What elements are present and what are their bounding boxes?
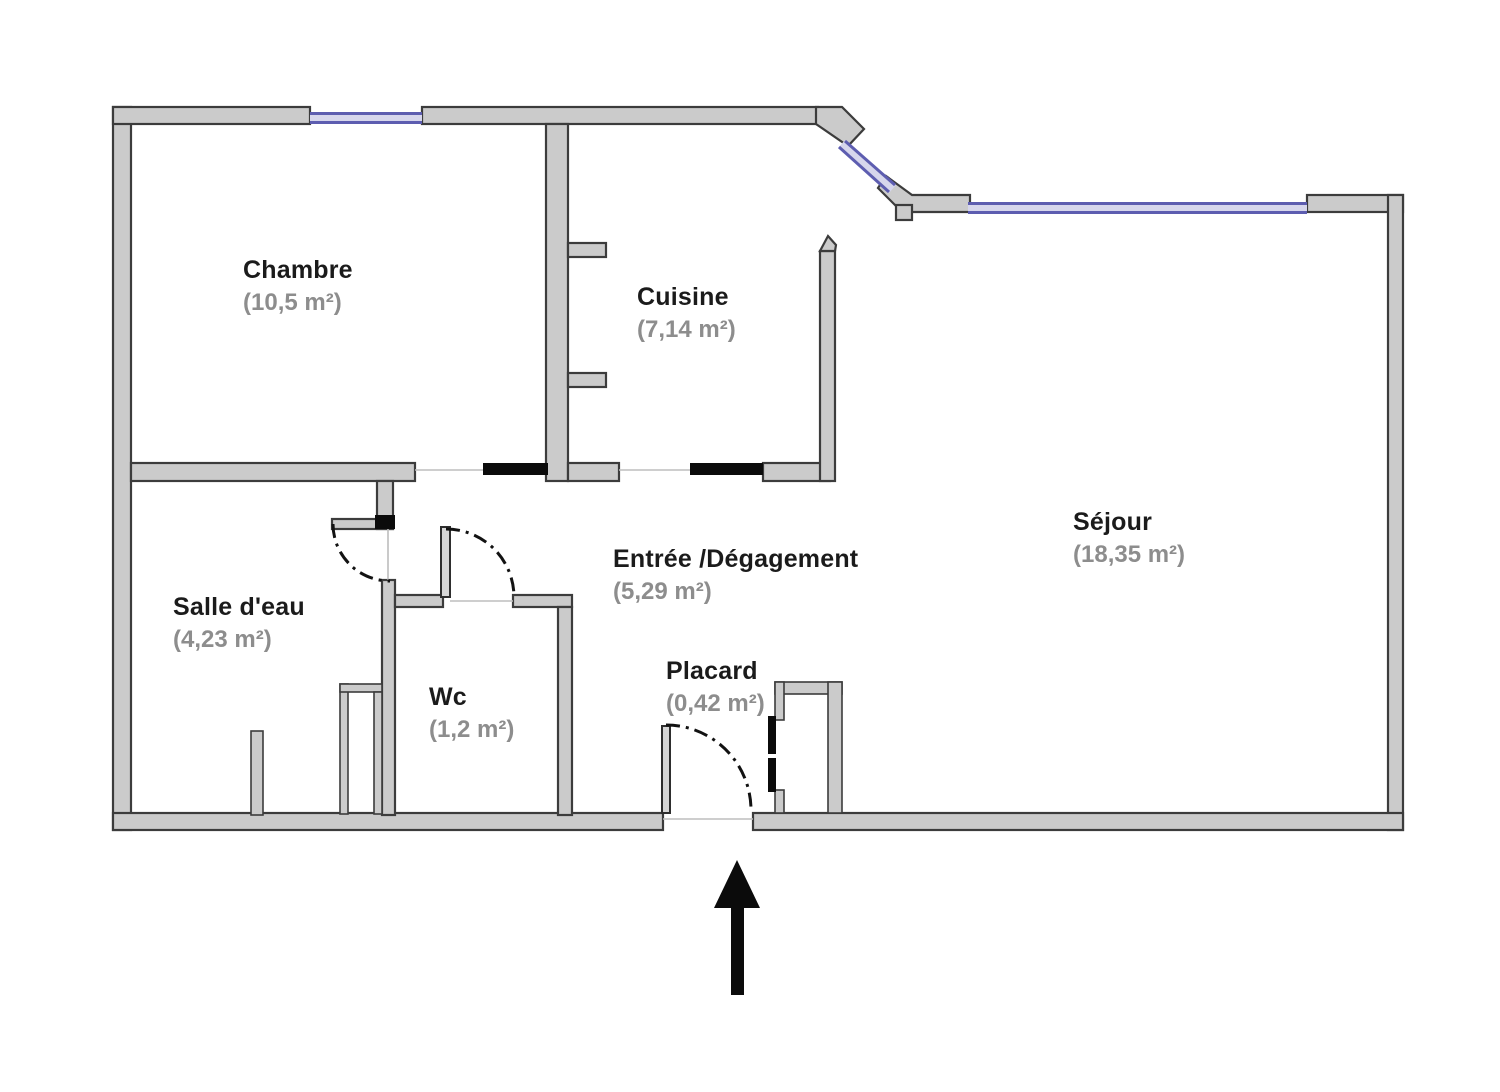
room-area-placard: (0,42 m²) [666, 689, 765, 717]
room-label-placard: Placard (0,42 m²) [666, 655, 765, 719]
exterior-walls [111, 105, 1405, 832]
room-area-salledeau: (4,23 m²) [173, 625, 272, 653]
room-area-sejour: (18,35 m²) [1073, 540, 1186, 568]
room-label-chambre: Chambre (10,5 m²) [243, 254, 353, 318]
window-sejour [968, 202, 1307, 214]
shower-partition [250, 730, 264, 816]
wall-wc-top-right [511, 593, 574, 609]
room-area-cuisine: (7,14 m²) [637, 315, 736, 343]
wall-notch [894, 203, 914, 222]
wall-segment-right [1386, 193, 1405, 832]
window-chambre [310, 112, 422, 124]
wall-wc-left [380, 578, 397, 817]
room-name-chambre: Chambre [243, 256, 353, 284]
wall-cuisine-right-tip [818, 234, 838, 253]
room-label-salledeau: Salle d'eau (4,23 m²) [173, 591, 305, 655]
room-name-placard: Placard [666, 657, 758, 685]
duct-wall-left [339, 683, 349, 815]
wall-segment-top-a [111, 105, 312, 126]
room-name-entree: Entrée /Dégagement [613, 545, 859, 573]
door-leaf-wc [440, 526, 451, 598]
window-frame-line [837, 145, 891, 194]
placard-structure [768, 681, 843, 814]
room-name-sejour: Séjour [1073, 508, 1152, 536]
wall-segment-bottom-right [751, 811, 1405, 832]
room-area-wc: (1,2 m²) [429, 715, 515, 743]
wall-cuisine-right [818, 249, 837, 483]
duct-wall-top [339, 683, 383, 693]
wall-chambre-bottom [129, 461, 417, 483]
wall-cuisine-stub-upper [566, 241, 608, 259]
room-name-cuisine: Cuisine [637, 283, 729, 311]
door-swing-arc-wc [445, 527, 516, 598]
placard-wall-stub-upper [774, 681, 785, 721]
room-label-wc: Wc (1,2 m²) [429, 681, 514, 745]
window-frame-line [844, 139, 896, 187]
door-swing-arc-salledeau [331, 523, 391, 583]
duct-wall-right [373, 691, 383, 815]
room-name-salledeau: Salle d'eau [173, 593, 305, 621]
room-area-entree: (5,29 m²) [613, 577, 712, 605]
room-label-sejour: Séjour (18,35 m²) [1073, 506, 1185, 570]
windows [310, 112, 1307, 214]
room-name-wc: Wc [429, 683, 467, 711]
door-swing-arc-entrance [665, 723, 753, 811]
wall-wc-top-left [393, 593, 445, 609]
room-label-entree: Entrée /Dégagement (5,29 m²) [613, 543, 858, 607]
wall-joint-cap [375, 515, 395, 529]
wall-segment-left [111, 105, 133, 832]
wall-cuisine-stub-lower [566, 371, 608, 389]
entrance-arrow-icon [714, 860, 760, 995]
wall-segment-top-b [420, 105, 820, 126]
room-label-cuisine: Cuisine (7,14 m²) [637, 281, 736, 345]
door-panel-chambre [483, 463, 548, 475]
placard-door-panel-1 [768, 716, 776, 754]
wall-cuisine-left [544, 122, 570, 483]
doors [331, 463, 763, 814]
wall-wc-right [556, 605, 574, 817]
door-panel-cuisine [690, 463, 763, 475]
interior-walls [129, 122, 838, 817]
window-diagonal [837, 139, 896, 194]
door-openings [387, 469, 753, 820]
placard-wall-right [827, 681, 843, 814]
placard-door-panel-2 [768, 758, 776, 792]
wall-elbow-diagonal-upper [814, 105, 866, 148]
window-glass [838, 140, 896, 193]
room-area-chambre: (10,5 m²) [243, 288, 342, 316]
door-leaf-entrance [661, 725, 671, 814]
wall-entree-top-left-seg [566, 461, 621, 483]
placard-wall-stub-lower [774, 789, 785, 814]
